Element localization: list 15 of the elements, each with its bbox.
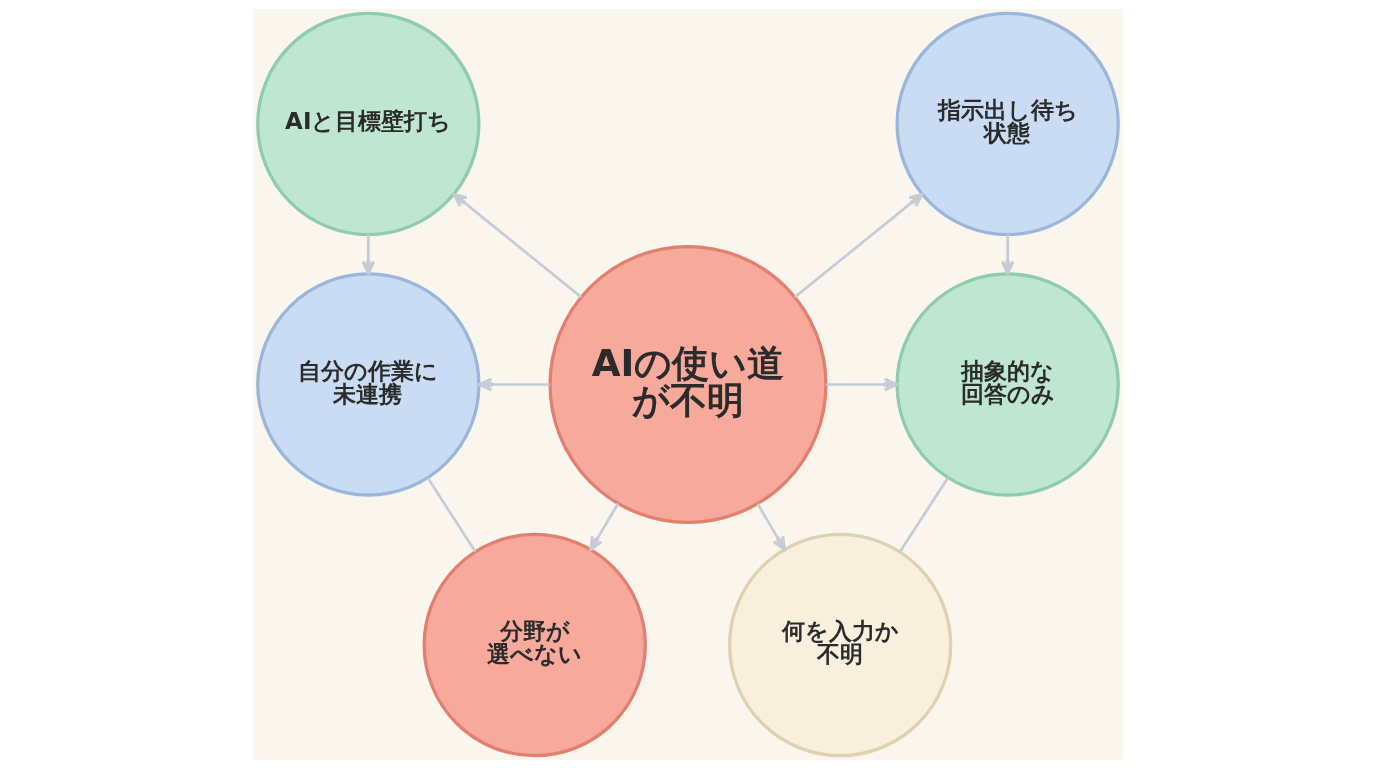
node-circle: 抽象的な回答のみ — [895, 271, 1120, 497]
arrow — [1000, 234, 1015, 275]
node-circle: 指示出し待ち状態 — [895, 11, 1120, 236]
arrow — [361, 234, 376, 275]
node-circle: AIと目標壁打ち — [256, 11, 481, 236]
arrow — [589, 502, 620, 551]
connector — [426, 476, 477, 552]
arrow — [477, 377, 550, 391]
node-circle: AIの使い道が不明 — [548, 244, 828, 524]
connector — [898, 476, 950, 553]
arrow — [793, 192, 924, 298]
arrow — [826, 377, 899, 391]
arrow — [452, 192, 583, 298]
node-circle: 自分の作業に未連携 — [256, 271, 481, 497]
arrow — [756, 502, 786, 551]
